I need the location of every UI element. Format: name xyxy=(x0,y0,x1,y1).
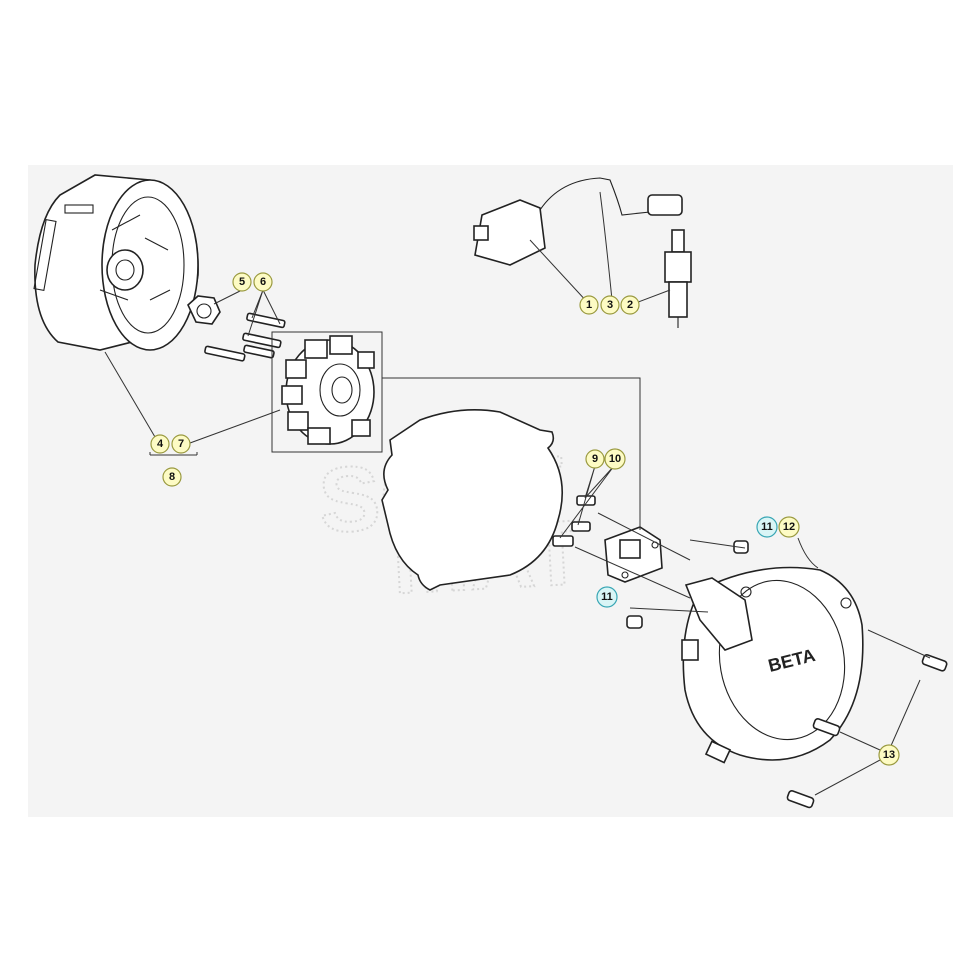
callouts: 1 3 2 5 6 4 7 8 9 10 11 12 11 13 xyxy=(150,272,900,766)
callout-3: 3 xyxy=(600,295,620,315)
svg-text:2: 2 xyxy=(627,299,633,311)
svg-text:12: 12 xyxy=(783,521,795,533)
generator-cover: BETA xyxy=(681,566,864,764)
callout-2: 2 xyxy=(620,295,640,315)
spark-plug xyxy=(664,229,692,328)
callout-4: 4 xyxy=(150,434,170,454)
flywheel-nut xyxy=(187,295,221,325)
stator-frame xyxy=(271,331,383,453)
leader-lines xyxy=(104,191,931,796)
callout-11-lower: 11 xyxy=(596,586,618,608)
svg-text:6: 6 xyxy=(260,276,266,288)
callout-6: 6 xyxy=(253,272,273,292)
callout-9: 9 xyxy=(585,449,605,469)
callout-1: 1 xyxy=(579,295,599,315)
svg-text:8: 8 xyxy=(169,471,175,483)
callout-12: 12 xyxy=(778,516,800,538)
svg-text:11: 11 xyxy=(601,591,613,603)
svg-text:4: 4 xyxy=(157,438,164,450)
cover-screws xyxy=(786,654,948,809)
svg-text:10: 10 xyxy=(609,453,621,465)
svg-text:9: 9 xyxy=(592,453,598,465)
callout-7: 7 xyxy=(171,434,191,454)
svg-text:5: 5 xyxy=(239,276,245,288)
svg-text:1: 1 xyxy=(586,299,592,311)
callout-11-upper: 11 xyxy=(756,516,778,538)
svg-text:11: 11 xyxy=(761,521,773,533)
callout-8: 8 xyxy=(162,467,182,487)
ignition-coil xyxy=(473,177,683,266)
cover-gasket xyxy=(381,408,564,591)
callout-10: 10 xyxy=(604,448,626,470)
svg-text:3: 3 xyxy=(607,299,613,311)
stator xyxy=(281,335,375,445)
bushing-lower xyxy=(626,615,643,629)
sensor-bolts xyxy=(552,495,596,547)
svg-text:13: 13 xyxy=(883,749,895,761)
callout-13: 13 xyxy=(878,744,900,766)
svg-text:7: 7 xyxy=(178,438,184,450)
pickup-sensor xyxy=(604,526,663,583)
stator-bolts xyxy=(204,312,286,362)
callout-5: 5 xyxy=(232,272,252,292)
flywheel-rotor xyxy=(33,174,199,351)
